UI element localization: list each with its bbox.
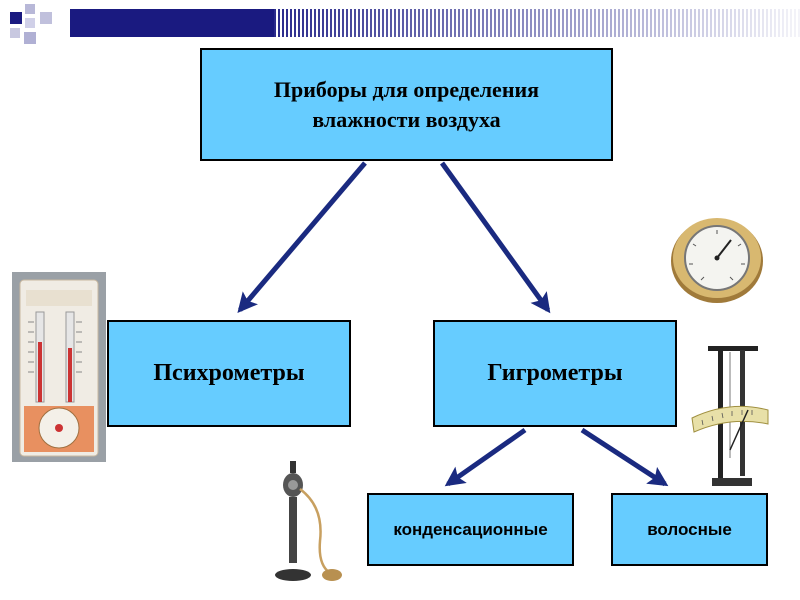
hygrometers-label: Гигрометры: [487, 360, 623, 386]
condensation-label: конденсационные: [393, 519, 548, 539]
psychrometers-label: Психрометры: [153, 360, 305, 386]
header-stripe: [70, 9, 800, 37]
corner-decoration: [0, 0, 60, 50]
root-node: Приборы для определения влажности воздух…: [200, 48, 613, 161]
arrow-hygrometers-to-condensation: [444, 427, 527, 487]
condensation-hygrometer-image: [275, 461, 342, 581]
arrow-root-to-psychrometers: [237, 161, 367, 314]
psychrometers-node: Психрометры: [107, 320, 351, 427]
dial-hygrometer-image: [671, 218, 763, 303]
hair-label: волосные: [647, 519, 732, 539]
psychrometer-image: [12, 272, 106, 462]
condensation-node: конденсационные: [367, 493, 574, 566]
hygrometers-node: Гигрометры: [433, 320, 677, 427]
root-node-label: Приборы для определения влажности воздух…: [273, 76, 540, 132]
hair-node: волосные: [611, 493, 768, 566]
arrow-root-to-hygrometers: [439, 161, 551, 314]
hair-hygrometer-image: [691, 346, 769, 486]
arrow-hygrometers-to-hair: [580, 427, 669, 487]
